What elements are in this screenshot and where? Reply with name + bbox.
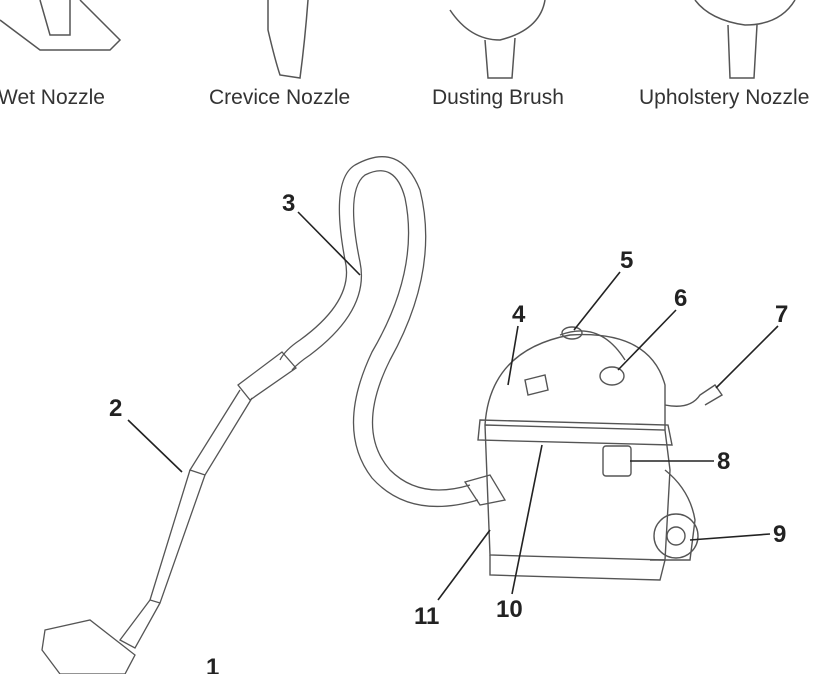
wand-drawing bbox=[41, 351, 297, 674]
callout-10: 10 bbox=[496, 596, 523, 623]
hose-drawing bbox=[279, 156, 507, 508]
callout-11: 11 bbox=[414, 603, 440, 630]
upholstery-nozzle-drawing bbox=[694, 0, 796, 79]
callout-2: 2 bbox=[109, 395, 123, 422]
callout-9: 9 bbox=[773, 521, 787, 548]
crevice-nozzle-drawing bbox=[267, 0, 309, 79]
wet-nozzle-drawing bbox=[0, 0, 122, 51]
callout-5: 5 bbox=[620, 247, 634, 274]
callout-1: 1 bbox=[206, 654, 220, 674]
callout-6: 6 bbox=[674, 285, 688, 312]
caption-wet-nozzle: Wet Nozzle bbox=[0, 86, 105, 109]
caption-crevice-nozzle: Crevice Nozzle bbox=[209, 86, 351, 109]
vacuum-body-drawing bbox=[477, 326, 724, 581]
callout-4: 4 bbox=[512, 301, 526, 328]
callout-8: 8 bbox=[717, 448, 731, 475]
leader-lines bbox=[127, 211, 779, 601]
caption-dusting-brush: Dusting Brush bbox=[432, 86, 564, 109]
callout-7: 7 bbox=[775, 301, 789, 328]
dusting-brush-drawing bbox=[449, 0, 546, 79]
caption-upholstery-nozzle: Upholstery Nozzle bbox=[639, 86, 810, 109]
callout-3: 3 bbox=[282, 190, 296, 217]
